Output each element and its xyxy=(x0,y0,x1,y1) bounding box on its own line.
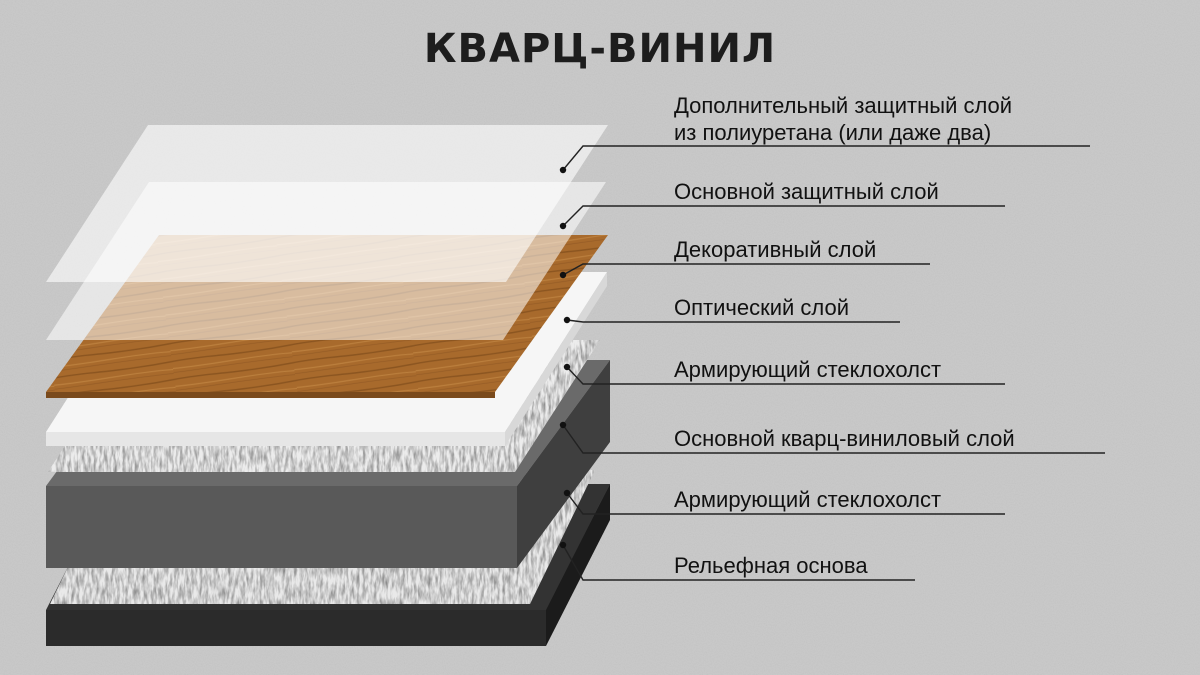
label-main-protective: Основной защитный слой xyxy=(674,179,939,204)
leader-line-5 xyxy=(566,366,1005,385)
leader-line-8 xyxy=(562,544,915,581)
leader-line-4 xyxy=(566,319,900,323)
label-additional-protective: Дополнительный защитный слой из полиурет… xyxy=(674,92,1012,146)
label-relief-base: Рельефная основа xyxy=(674,553,868,578)
label-additional-protective-line2: из полиуретана (или даже два) xyxy=(674,120,992,145)
leader-line-1 xyxy=(562,145,1090,171)
label-quartz-vinyl-core: Основной кварц-виниловый слой xyxy=(674,426,1015,451)
leader-line-3 xyxy=(562,263,930,276)
label-additional-protective-line1: Дополнительный защитный слой xyxy=(674,93,1013,118)
leader-line-2 xyxy=(562,205,1005,227)
layer-additional-pu xyxy=(46,125,608,282)
label-decorative: Декоративный слой xyxy=(674,237,877,262)
leader-dots xyxy=(559,166,571,549)
leader-line-6 xyxy=(562,424,1105,454)
label-fiberglass-upper: Армирующий стеклохолст xyxy=(674,357,942,382)
page-title: КВАРЦ-ВИНИЛ xyxy=(423,26,777,72)
leader-line-7 xyxy=(566,492,1005,515)
label-fiberglass-lower: Армирующий стеклохолст xyxy=(674,487,942,512)
label-optical: Оптический слой xyxy=(674,295,850,320)
leader-lines xyxy=(562,145,1105,581)
